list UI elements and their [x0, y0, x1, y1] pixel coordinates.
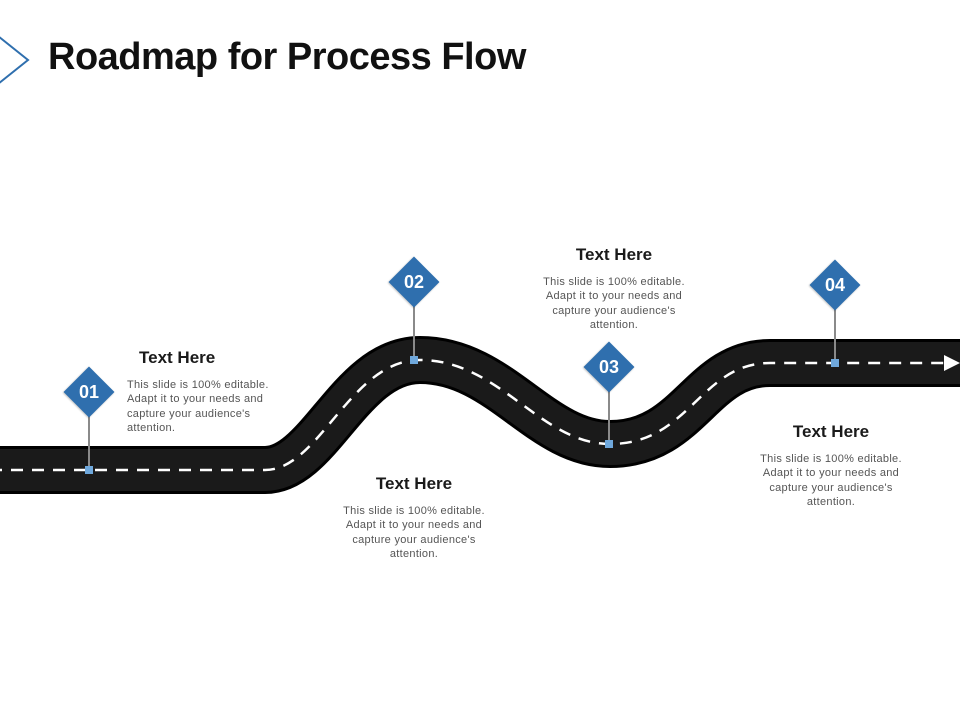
corner-chevron-icon	[0, 36, 30, 84]
step-text-4: Text Here This slide is 100% editable. A…	[751, 422, 911, 510]
pin-dot-3	[605, 440, 613, 448]
step-number: 04	[824, 274, 846, 295]
step-number: 03	[598, 356, 620, 377]
step-heading: Text Here	[375, 474, 453, 493]
step-text-2: Text Here This slide is 100% editable. A…	[334, 474, 494, 562]
step-heading: Text Here	[792, 422, 870, 441]
step-body: This slide is 100% editable. Adapt it to…	[760, 453, 902, 509]
step-body: This slide is 100% editable. Adapt it to…	[127, 379, 269, 435]
step-text-1: Text Here This slide is 100% editable. A…	[127, 348, 287, 436]
pin-dot-1	[85, 466, 93, 474]
step-body: This slide is 100% editable. Adapt it to…	[543, 276, 685, 332]
page-title: Roadmap for Process Flow	[48, 36, 526, 78]
step-number: 01	[78, 381, 100, 402]
step-heading: Text Here	[139, 348, 216, 367]
step-marker-4: 04	[809, 259, 861, 311]
step-body: This slide is 100% editable. Adapt it to…	[343, 505, 485, 561]
step-text-3: Text Here This slide is 100% editable. A…	[534, 245, 694, 333]
step-marker-2: 02	[388, 256, 440, 308]
step-number: 02	[403, 271, 425, 292]
step-heading: Text Here	[575, 245, 653, 264]
road-center-dash	[0, 358, 945, 472]
step-marker-3: 03	[583, 341, 635, 393]
step-marker-1: 01	[63, 366, 115, 418]
road-arrow-icon	[944, 355, 960, 371]
pin-dot-4	[831, 359, 839, 367]
pin-dot-2	[410, 356, 418, 364]
